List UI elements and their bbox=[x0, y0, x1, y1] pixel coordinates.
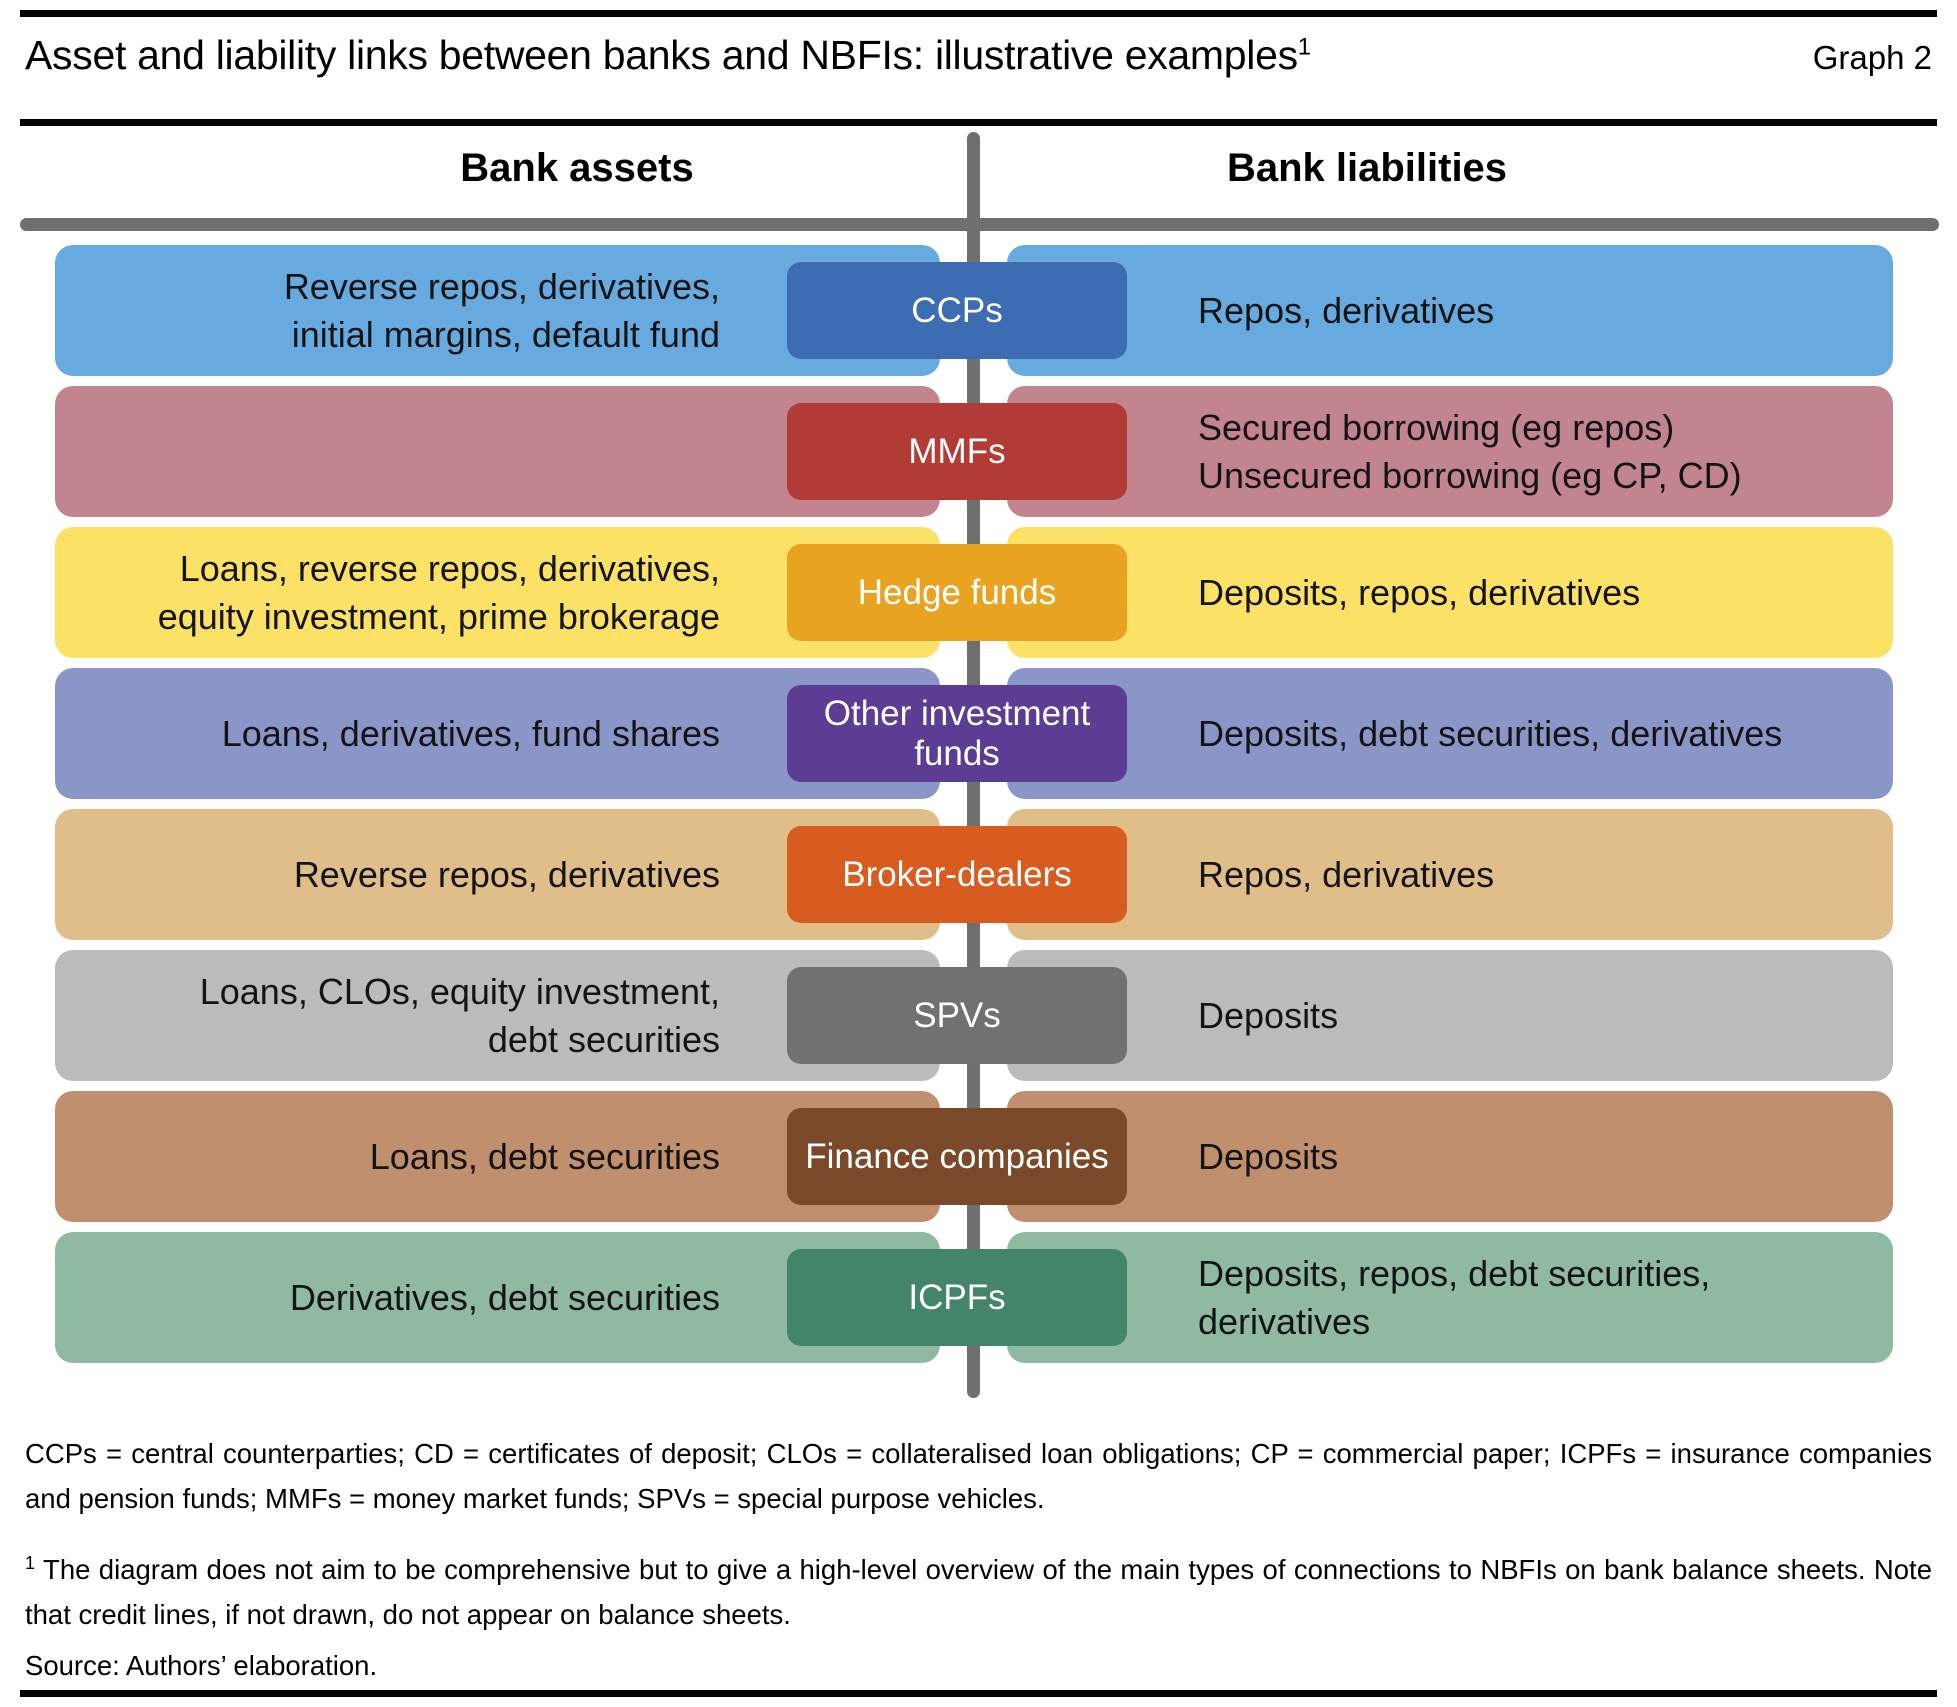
page-title: Asset and liability links between banks … bbox=[25, 32, 1311, 79]
entity-box-spvs: SPVs bbox=[787, 967, 1127, 1064]
asset-text: Reverse repos, derivatives bbox=[293, 853, 720, 895]
liability-text: Deposits bbox=[1198, 1135, 1339, 1177]
row-other-investment-funds: Loans, derivatives, fund shares Deposits… bbox=[55, 668, 1893, 799]
liability-text: Deposits, debt securities, derivatives bbox=[1198, 712, 1783, 754]
asset-text: Loans, derivatives, fund shares bbox=[221, 712, 720, 754]
entity-label: Hedge funds bbox=[857, 572, 1057, 612]
entity-box-icpfs: ICPFs bbox=[787, 1249, 1127, 1346]
row-finance-companies: Loans, debt securities Deposits Finance … bbox=[55, 1091, 1893, 1222]
title-footnote-marker: 1 bbox=[1297, 33, 1311, 61]
entity-box-other-investment-funds: Other investment funds bbox=[787, 685, 1127, 782]
entity-label: Broker-dealers bbox=[842, 854, 1072, 894]
asset-text: Loans, reverse repos, derivatives, equit… bbox=[157, 547, 720, 637]
row-mmfs: Secured borrowing (eg repos) Unsecured b… bbox=[55, 386, 1893, 517]
diagram-rows: Reverse repos, derivatives, initial marg… bbox=[55, 245, 1893, 1373]
row-broker-dealers: Reverse repos, derivatives Repos, deriva… bbox=[55, 809, 1893, 940]
liability-band: Repos, derivatives bbox=[1007, 245, 1893, 376]
entity-label: Other investment funds bbox=[823, 694, 1091, 773]
column-header-bank-assets: Bank assets bbox=[460, 146, 694, 190]
entity-label: ICPFs bbox=[908, 1277, 1006, 1317]
bottom-rule bbox=[20, 1690, 1937, 1697]
entity-box-hedge-funds: Hedge funds bbox=[787, 544, 1127, 641]
asset-text: Loans, CLOs, equity investment, debt sec… bbox=[199, 970, 720, 1060]
liability-band: Deposits bbox=[1007, 1091, 1893, 1222]
liability-text: Deposits bbox=[1198, 994, 1339, 1036]
footnote-1-marker: 1 bbox=[25, 1552, 36, 1573]
liability-band: Deposits, repos, derivatives bbox=[1007, 527, 1893, 658]
liability-text: Repos, derivatives bbox=[1198, 289, 1495, 331]
column-header-bank-liabilities: Bank liabilities bbox=[1226, 146, 1508, 190]
liability-text: Secured borrowing (eg repos) Unsecured b… bbox=[1198, 406, 1742, 496]
liability-band: Deposits, debt securities, derivatives bbox=[1007, 668, 1893, 799]
row-icpfs: Derivatives, debt securities Deposits, r… bbox=[55, 1232, 1893, 1363]
asset-text: Derivatives, debt securities bbox=[289, 1276, 720, 1318]
title-divider-rule bbox=[20, 119, 1937, 126]
liability-band: Secured borrowing (eg repos) Unsecured b… bbox=[1007, 386, 1893, 517]
header-divider-line bbox=[20, 218, 1939, 231]
liability-text: Deposits, repos, derivatives bbox=[1198, 571, 1641, 613]
entity-box-mmfs: MMFs bbox=[787, 403, 1127, 500]
asset-text: Loans, debt securities bbox=[369, 1135, 720, 1177]
row-spvs: Loans, CLOs, equity investment, debt sec… bbox=[55, 950, 1893, 1081]
page-title-text: Asset and liability links between banks … bbox=[25, 32, 1298, 78]
source-line: Source: Authors’ elaboration. bbox=[25, 1650, 378, 1681]
liability-band: Repos, derivatives bbox=[1007, 809, 1893, 940]
entity-box-ccps: CCPs bbox=[787, 262, 1127, 359]
liability-text: Repos, derivatives bbox=[1198, 853, 1495, 895]
abbreviations-note: CCPs = central counterparties; CD = cert… bbox=[25, 1438, 1932, 1514]
entity-label: MMFs bbox=[908, 431, 1006, 471]
title-row: Asset and liability links between banks … bbox=[25, 32, 1932, 79]
entity-label: CCPs bbox=[911, 290, 1003, 330]
footnote-1-text: The diagram does not aim to be comprehen… bbox=[25, 1554, 1932, 1630]
row-hedge-funds: Loans, reverse repos, derivatives, equit… bbox=[55, 527, 1893, 658]
asset-text: Reverse repos, derivatives, initial marg… bbox=[283, 265, 720, 355]
liability-band: Deposits bbox=[1007, 950, 1893, 1081]
liability-band: Deposits, repos, debt securities, deriva… bbox=[1007, 1232, 1893, 1363]
entity-box-finance-companies: Finance companies bbox=[787, 1108, 1127, 1205]
entity-box-broker-dealers: Broker-dealers bbox=[787, 826, 1127, 923]
entity-label: Finance companies bbox=[805, 1136, 1109, 1176]
entity-label: SPVs bbox=[913, 995, 1001, 1035]
graph-number-label: Graph 2 bbox=[1812, 39, 1932, 76]
liability-text: Deposits, repos, debt securities, deriva… bbox=[1198, 1252, 1711, 1342]
row-ccps: Reverse repos, derivatives, initial marg… bbox=[55, 245, 1893, 376]
top-rule bbox=[20, 10, 1937, 17]
